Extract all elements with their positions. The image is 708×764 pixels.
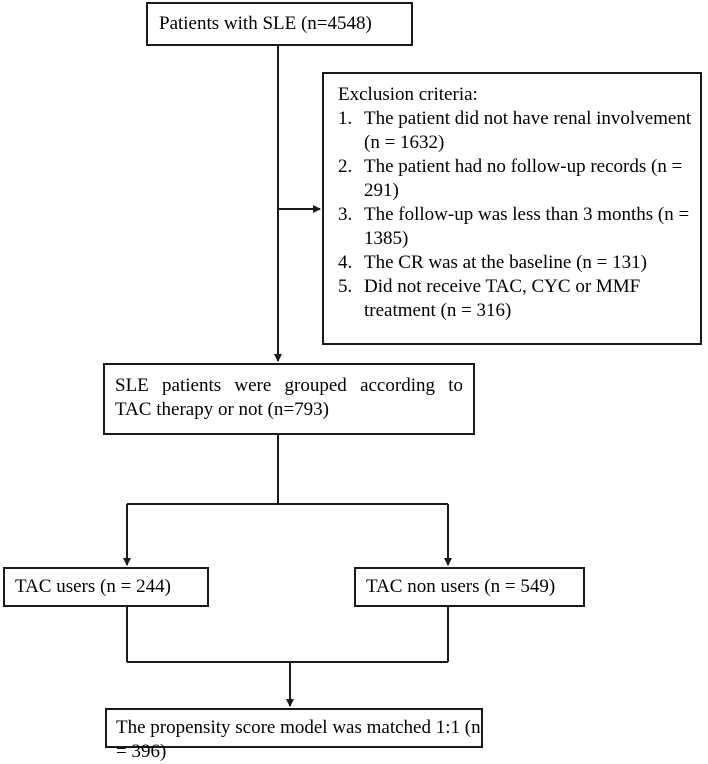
exclusion-criteria-box: Exclusion criteria: 1. The patient did n… xyxy=(322,72,702,345)
tac-non-users-label: TAC non users (n = 549) xyxy=(366,576,556,597)
exclusion-criterion: 3. The follow-up was less than 3 months … xyxy=(338,203,692,251)
exclusion-criterion-number: 5. xyxy=(338,276,353,297)
grouped-patients-line-1: SLE patients were grouped according to xyxy=(115,375,463,396)
exclusion-criterion-text: The follow-up was less than 3 months (n … xyxy=(364,204,690,249)
grouped-patients-box: SLE patients were grouped according to T… xyxy=(103,363,475,435)
tac-non-users-box: TAC non users (n = 549) xyxy=(354,567,585,607)
exclusion-criterion-text: The CR was at the baseline (n = 131) xyxy=(364,252,647,273)
start-box-label: Patients with SLE (n=4548) xyxy=(159,13,372,34)
exclusion-criterion-number: 3. xyxy=(338,204,353,225)
exclusion-criterion: 5. Did not receive TAC, CYC or MMF treat… xyxy=(338,275,692,323)
exclusion-criteria-list: 1. The patient did not have renal involv… xyxy=(338,107,692,323)
exclusion-criterion-text: The patient had no follow-up records (n … xyxy=(364,156,683,201)
exclusion-criteria-heading: Exclusion criteria: xyxy=(338,84,478,105)
propensity-matched-box: The propensity score model was matched 1… xyxy=(105,708,483,762)
exclusion-criterion-number: 2. xyxy=(338,156,353,177)
start-box: Patients with SLE (n=4548) xyxy=(146,2,413,46)
propensity-matched-label: The propensity score model was matched 1… xyxy=(116,717,481,762)
exclusion-criterion: 2. The patient had no follow-up records … xyxy=(338,155,692,203)
exclusion-criterion-text: The patient did not have renal involveme… xyxy=(364,108,692,153)
exclusion-criterion: 1. The patient did not have renal involv… xyxy=(338,107,692,155)
exclusion-criterion-number: 4. xyxy=(338,252,353,273)
grouped-patients-line-2: TAC therapy or not (n=793) xyxy=(115,399,329,420)
tac-users-label: TAC users (n = 244) xyxy=(15,576,171,597)
exclusion-criterion-text: Did not receive TAC, CYC or MMF treatmen… xyxy=(364,276,641,321)
tac-users-box: TAC users (n = 244) xyxy=(3,567,209,607)
exclusion-criterion: 4. The CR was at the baseline (n = 131) xyxy=(338,251,692,275)
exclusion-criterion-number: 1. xyxy=(338,108,353,129)
